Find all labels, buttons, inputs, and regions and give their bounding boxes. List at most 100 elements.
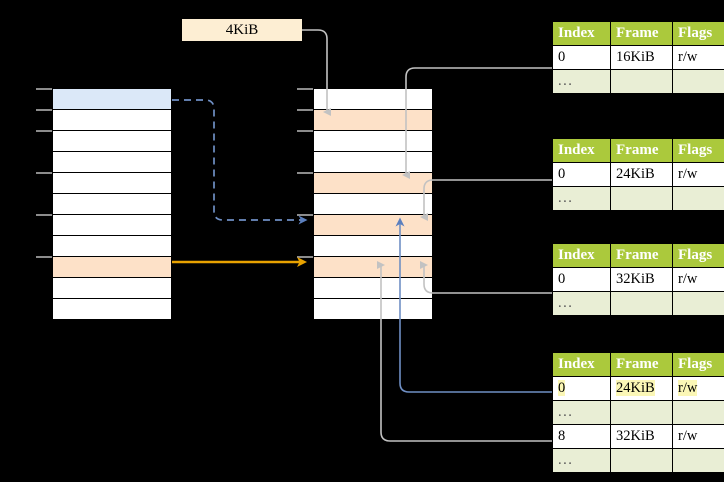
physical-column-tick-4 [297, 214, 313, 216]
cell-index: 0 [552, 45, 611, 70]
cell-frame: 32KiB [610, 424, 673, 449]
virtual-page-row-1 [52, 109, 172, 131]
table-row-ellipsis: ... [552, 448, 724, 473]
physical-frame-row-8 [313, 256, 433, 278]
column-header-flags: Flags [672, 21, 724, 46]
physical-frame-row-7 [313, 235, 433, 257]
virtual-page-row-0 [52, 88, 172, 110]
cell-frame: 24KiB [610, 162, 673, 187]
physical-column-tick-2 [297, 130, 313, 132]
physical-frame-row-3 [313, 151, 433, 173]
table-row: 0 16KiB r/w [552, 45, 724, 70]
cell-frame [610, 186, 673, 211]
table-row: 0 32KiB r/w [552, 267, 724, 292]
page-table-level-4: Index Frame Flags 0 24KiB r/w ... 8 32Ki… [552, 352, 724, 473]
cell-frame: 32KiB [610, 267, 673, 292]
cell-index: 0 [552, 376, 611, 401]
connector-table-2-to-physical-frame-6 [420, 179, 552, 221]
connector-table-3-to-physical-frame-8 [420, 261, 552, 294]
physical-frame-row-5 [313, 193, 433, 215]
virtual-page-row-10 [52, 298, 172, 320]
virtual-page-row-3 [52, 151, 172, 173]
physical-column-tick-0 [297, 88, 313, 90]
column-header-flags: Flags [672, 352, 724, 377]
cell-flags-text: r/w [678, 380, 698, 396]
table-header-row: Index Frame Flags [552, 138, 724, 163]
cell-index: ... [552, 400, 611, 425]
column-header-frame: Frame [610, 21, 673, 46]
column-header-frame: Frame [610, 243, 673, 268]
cell-index: ... [552, 291, 611, 316]
column-header-frame: Frame [610, 138, 673, 163]
cell-index-text: 0 [558, 380, 566, 396]
physical-column-tick-5 [297, 256, 313, 258]
table-header-row: Index Frame Flags [552, 352, 724, 377]
cell-flags [672, 400, 724, 425]
cell-flags: r/w [672, 267, 724, 292]
cell-index: 0 [552, 162, 611, 187]
cell-index: ... [552, 448, 611, 473]
cell-frame [610, 448, 673, 473]
page-table-level-2: Index Frame Flags 0 24KiB r/w ... [552, 138, 724, 211]
table-header-row: Index Frame Flags [552, 21, 724, 46]
cell-frame [610, 291, 673, 316]
cell-index: ... [552, 69, 611, 94]
virtual-column-tick-5 [36, 256, 52, 258]
virtual-page-row-6 [52, 214, 172, 236]
cell-flags [672, 69, 724, 94]
table-row-ellipsis: ... [552, 69, 724, 94]
table-row: 0 24KiB r/w [552, 162, 724, 187]
table-row-highlighted: 0 24KiB r/w [552, 376, 724, 401]
table-row-ellipsis: ... [552, 291, 724, 316]
physical-frame-row-4 [313, 172, 433, 194]
physical-frame-row-6 [313, 214, 433, 236]
page-table-level-1: Index Frame Flags 0 16KiB r/w ... [552, 21, 724, 94]
table-row-ellipsis: ... [552, 186, 724, 211]
cell-flags [672, 186, 724, 211]
column-header-flags: Flags [672, 138, 724, 163]
virtual-page-row-9 [52, 277, 172, 299]
cell-flags: r/w [672, 424, 724, 449]
page-size-label-text: 4KiB [225, 22, 259, 38]
virtual-page-row-2 [52, 130, 172, 152]
cell-flags [672, 448, 724, 473]
physical-frame-row-10 [313, 298, 433, 320]
virtual-address-space-column [52, 88, 172, 331]
virtual-page-row-4 [52, 172, 172, 194]
cell-flags: r/w [672, 376, 724, 401]
page-size-label: 4KiB [182, 19, 302, 41]
cell-frame [610, 69, 673, 94]
column-header-index: Index [552, 352, 611, 377]
connector-virtual-page-0-to-physical-frame-6 [172, 99, 308, 225]
virtual-column-tick-1 [36, 109, 52, 111]
physical-memory-column [313, 88, 433, 331]
physical-frame-row-1 [313, 109, 433, 131]
column-header-frame: Frame [610, 352, 673, 377]
column-header-index: Index [552, 243, 611, 268]
physical-column-tick-1 [297, 109, 313, 111]
physical-frame-row-9 [313, 277, 433, 299]
virtual-page-row-7 [52, 235, 172, 257]
cell-index: 0 [552, 267, 611, 292]
cell-frame: 16KiB [610, 45, 673, 70]
cell-flags: r/w [672, 162, 724, 187]
virtual-column-tick-3 [36, 172, 52, 174]
table-row: 8 32KiB r/w [552, 424, 724, 449]
physical-column-tick-3 [297, 172, 313, 174]
cell-frame: 24KiB [610, 376, 673, 401]
virtual-column-tick-2 [36, 130, 52, 132]
column-header-flags: Flags [672, 243, 724, 268]
table-row-ellipsis: ... [552, 400, 724, 425]
virtual-column-tick-0 [36, 88, 52, 90]
physical-frame-row-0 [313, 88, 433, 110]
virtual-column-tick-4 [36, 214, 52, 216]
page-table-level-3: Index Frame Flags 0 32KiB r/w ... [552, 243, 724, 316]
column-header-index: Index [552, 138, 611, 163]
virtual-page-row-5 [52, 193, 172, 215]
column-header-index: Index [552, 21, 611, 46]
cell-index: 8 [552, 424, 611, 449]
cell-frame [610, 400, 673, 425]
cell-frame-text: 24KiB [616, 380, 655, 396]
cell-flags: r/w [672, 45, 724, 70]
